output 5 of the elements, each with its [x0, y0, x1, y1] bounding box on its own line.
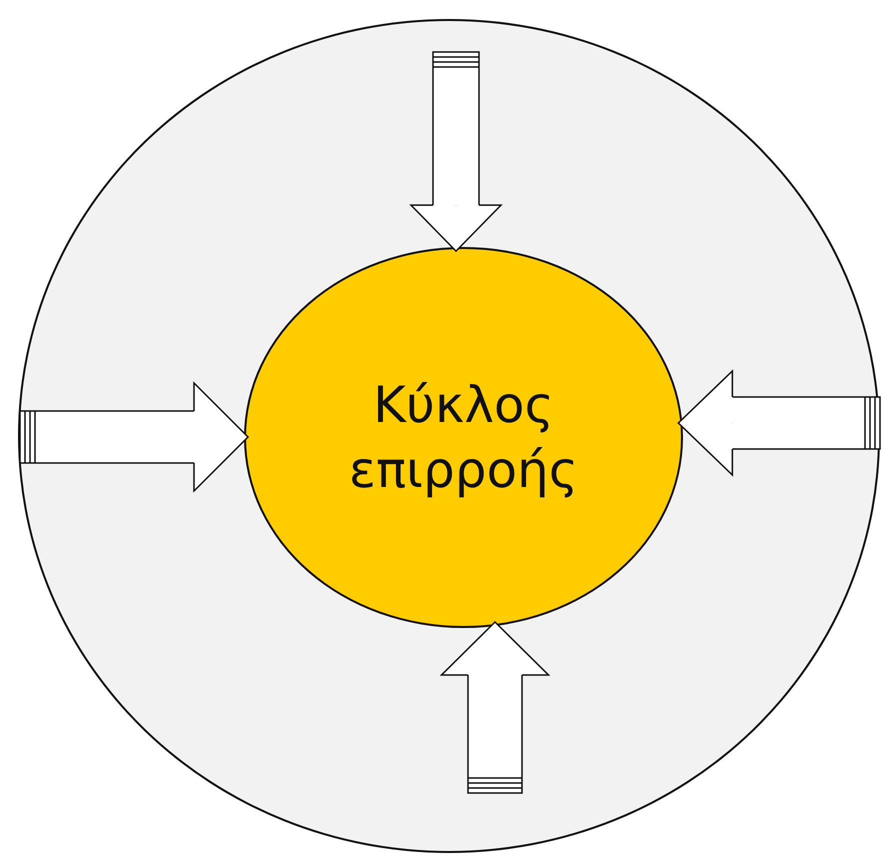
- block-arrow: [440, 621, 550, 794]
- node-label: Κύκλος επιρροής: [348, 374, 580, 500]
- block-arrow: [410, 51, 502, 252]
- block-arrow: [678, 370, 881, 476]
- block-arrow: [19, 382, 249, 492]
